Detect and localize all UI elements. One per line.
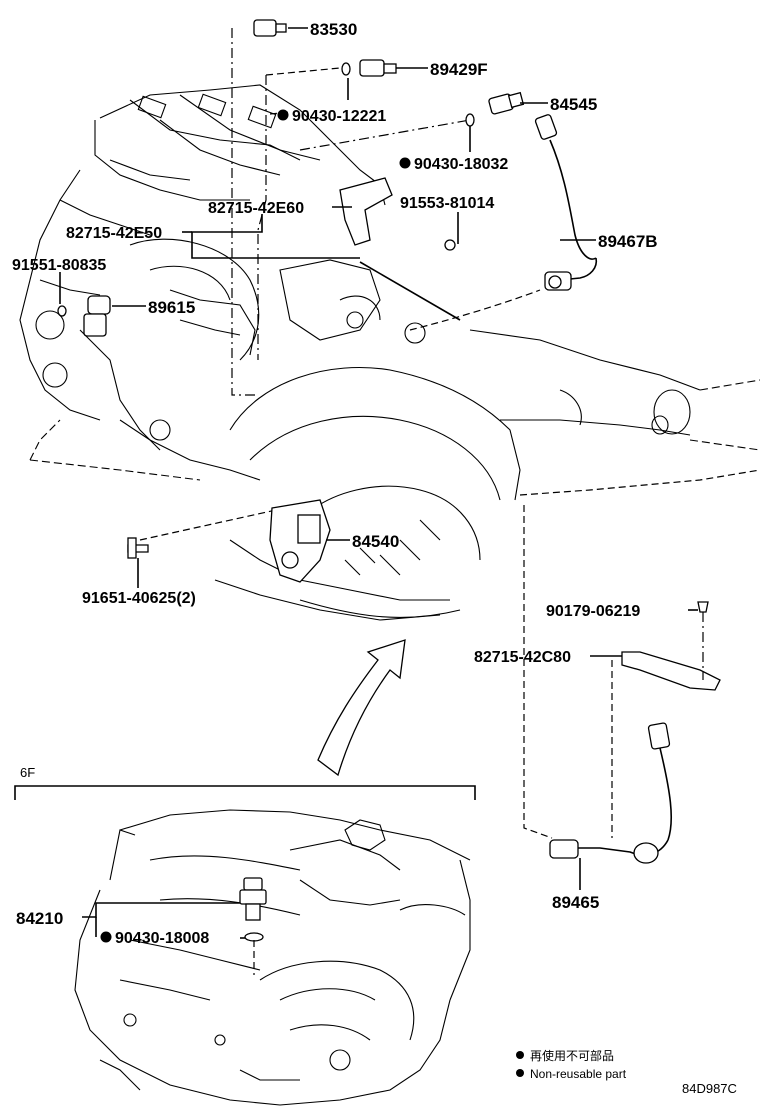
part-89467B-speed-sensor xyxy=(534,114,598,291)
engine-transmission-illustration xyxy=(19,28,760,621)
label-89615[interactable]: 89615 xyxy=(148,298,195,317)
non-reusable-marker-icon xyxy=(399,157,411,169)
part-84545-switch xyxy=(465,91,525,127)
diagram-code: 84D987C xyxy=(682,1081,737,1096)
label-89429F[interactable]: 89429F xyxy=(430,60,488,79)
label-84210[interactable]: 84210 xyxy=(16,909,63,928)
label-82715-42E60[interactable]: 82715-42E60 xyxy=(208,200,304,217)
part-bracket-82715-42C80 xyxy=(621,601,721,691)
label-82715-42C80[interactable]: 82715-42C80 xyxy=(474,649,571,666)
section-label: 6F xyxy=(20,765,35,780)
label-90179-06219[interactable]: 90179-06219 xyxy=(546,603,640,620)
label-89467B[interactable]: 89467B xyxy=(598,232,658,251)
part-83530-sensor xyxy=(253,19,287,37)
label-90430-18032[interactable]: 90430-18032 xyxy=(414,156,508,173)
legend-text-en: Non-reusable part xyxy=(530,1067,627,1081)
part-bracket-82715-42E60 xyxy=(339,177,461,321)
part-89615-sensor xyxy=(57,295,111,337)
label-84545[interactable]: 84545 xyxy=(550,95,597,114)
direction-arrow-icon xyxy=(317,639,406,777)
legend-text-jp: 再使用不可部品 xyxy=(530,1048,614,1063)
label-90430-12221[interactable]: 90430-12221 xyxy=(292,108,386,125)
part-89429F-sensor xyxy=(341,59,397,77)
part-84540-switch xyxy=(127,499,331,583)
label-89465[interactable]: 89465 xyxy=(552,893,599,912)
leader-lines xyxy=(59,27,698,939)
label-91551-80835[interactable]: 91551-80835 xyxy=(12,257,106,274)
label-83530[interactable]: 83530 xyxy=(310,20,357,39)
label-90430-18008[interactable]: 90430-18008 xyxy=(115,930,209,947)
non-reusable-marker-icon xyxy=(277,109,289,121)
label-91651-40625[interactable]: 91651-40625(2) xyxy=(82,590,196,607)
legend: 再使用不可部品 Non-reusable part 84D987C xyxy=(516,1048,737,1096)
part-89465-speed-sensor xyxy=(549,722,673,864)
legend-marker-icon xyxy=(516,1051,524,1059)
label-84540[interactable]: 84540 xyxy=(352,532,399,551)
label-91553-81014[interactable]: 91553-81014 xyxy=(400,195,494,212)
label-82715-42E50[interactable]: 82715-42E50 xyxy=(66,225,162,242)
section-6f: 6F xyxy=(14,765,476,1106)
non-reusable-marker-icon xyxy=(100,931,112,943)
legend-marker-icon xyxy=(516,1069,524,1077)
part-labels: 83530 89429F 90430-12221 84545 90430-180… xyxy=(12,20,658,947)
